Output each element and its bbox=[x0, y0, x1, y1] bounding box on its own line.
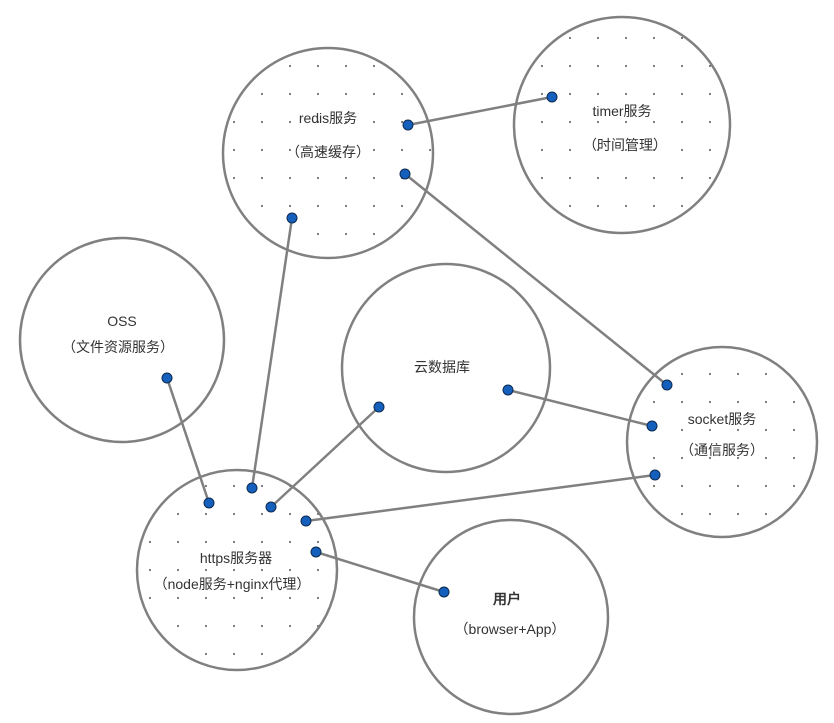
socket-label: socket服务 bbox=[688, 411, 756, 427]
connection-point[interactable] bbox=[286, 212, 298, 224]
oss-node-circle[interactable] bbox=[18, 236, 226, 444]
https-label: https服务器 bbox=[200, 550, 272, 566]
redis-node-circle[interactable] bbox=[221, 46, 435, 260]
connection-point[interactable] bbox=[310, 546, 322, 558]
connector-db-socket bbox=[507, 388, 653, 428]
connection-point[interactable] bbox=[546, 91, 558, 103]
connector-redis-timer bbox=[407, 95, 553, 127]
connector-redis-socket bbox=[404, 173, 668, 386]
connection-point[interactable] bbox=[265, 501, 277, 513]
connector-db-https bbox=[270, 406, 380, 508]
connection-point[interactable] bbox=[246, 482, 258, 494]
user-sublabel: （browser+App） bbox=[455, 621, 566, 637]
user-label: 用户 bbox=[493, 591, 521, 607]
connection-point[interactable] bbox=[661, 379, 673, 391]
socket-sublabel: （通信服务） bbox=[680, 442, 764, 458]
redis-label: redis服务 bbox=[299, 110, 357, 126]
db-node-circle[interactable] bbox=[340, 262, 552, 474]
connection-point[interactable] bbox=[161, 372, 173, 384]
oss-label: OSS bbox=[107, 313, 137, 329]
user-node-circle[interactable] bbox=[412, 518, 610, 716]
timer-node-circle[interactable] bbox=[512, 15, 732, 235]
connection-point[interactable] bbox=[300, 515, 312, 527]
connection-point[interactable] bbox=[649, 469, 661, 481]
db-label: 云数据库 bbox=[414, 359, 470, 375]
connection-point[interactable] bbox=[402, 119, 414, 131]
connector-oss-https bbox=[165, 377, 211, 504]
redis-sublabel: （高速缓存） bbox=[286, 144, 370, 160]
connector-https-user bbox=[315, 550, 445, 594]
timer-label: timer服务 bbox=[592, 103, 651, 119]
connection-point[interactable] bbox=[438, 586, 450, 598]
oss-sublabel: （文件资源服务） bbox=[62, 339, 174, 355]
socket-node-circle[interactable] bbox=[625, 345, 819, 539]
connection-point[interactable] bbox=[399, 168, 411, 180]
timer-sublabel: （时间管理） bbox=[583, 137, 667, 153]
connector-redis-https bbox=[250, 217, 294, 489]
https-sublabel: （node服务+nginx代理） bbox=[154, 576, 311, 592]
connector-socket-https bbox=[305, 473, 656, 523]
connection-point[interactable] bbox=[646, 420, 658, 432]
connection-point[interactable] bbox=[502, 384, 514, 396]
connection-point[interactable] bbox=[203, 497, 215, 509]
https-node-circle[interactable] bbox=[135, 468, 339, 672]
connection-point[interactable] bbox=[373, 401, 385, 413]
